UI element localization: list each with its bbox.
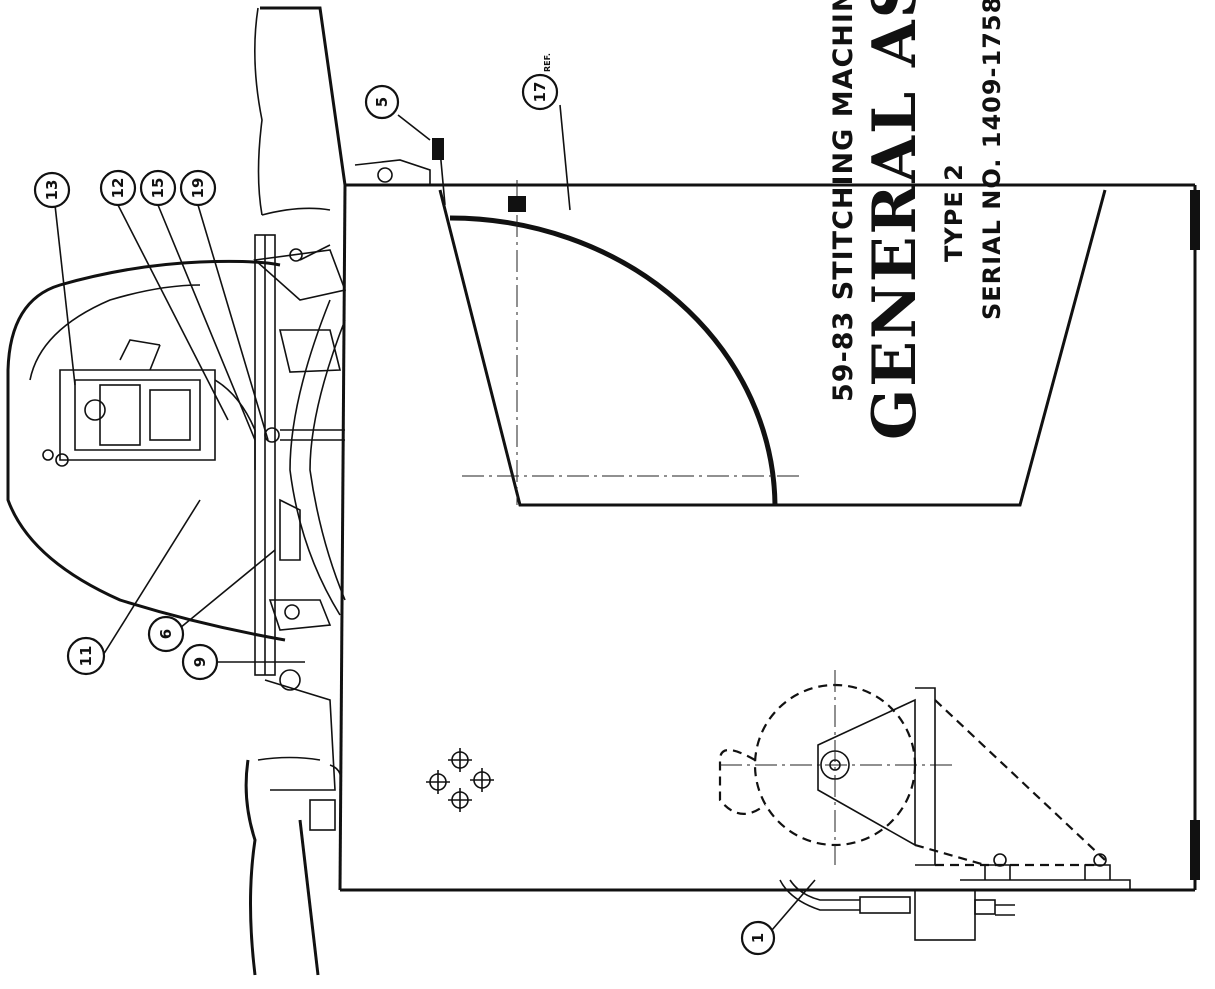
callout-1: 1 [740,920,776,956]
callout-5: 5 [364,84,400,120]
callout-19-label: 19 [189,178,207,199]
callout-15-label: 15 [149,178,167,199]
leader-lines [54,104,816,931]
callout-19: 19 [179,169,217,207]
callout-13-label: 13 [43,180,61,201]
title-machine-line: 59-83 STITCHING MACHIN [828,0,859,402]
handwheel [449,180,800,506]
callout-9-label: 9 [191,657,209,667]
wheel-knob [508,196,526,212]
callout-11: 11 [66,636,106,676]
title-block: 59-83 STITCHING MACHIN GENERAL AS TYPE 2… [828,0,1006,440]
table-top [244,6,347,976]
callout-6: 6 [147,615,185,653]
callout-12: 12 [99,169,137,207]
motor-assembly [718,670,1131,890]
callout-9: 9 [181,643,219,681]
foot-bottom [1190,820,1200,880]
callout-12-label: 12 [109,178,127,199]
callout-13: 13 [33,171,71,209]
callout-11-label: 11 [77,646,95,667]
callout-17: 17 REF. [521,53,559,111]
title-type-line: TYPE 2 [940,163,968,262]
sewing-head [6,138,446,831]
callout-17-suffix: REF. [543,53,552,72]
oil-hole-pattern [426,748,494,812]
machine-body [338,183,1200,892]
title-serial-line: SERIAL NO. 1409-1758 [978,0,1006,320]
foot-top [1190,190,1200,250]
callout-5-label: 5 [373,97,391,107]
title-assembly-line: GENERAL AS [860,0,930,440]
set-screw [432,138,444,160]
callout-1-label: 1 [749,933,767,943]
callout-6-label: 6 [157,629,175,639]
callout-15: 15 [139,169,177,207]
callout-17-label: 17 [531,82,549,103]
